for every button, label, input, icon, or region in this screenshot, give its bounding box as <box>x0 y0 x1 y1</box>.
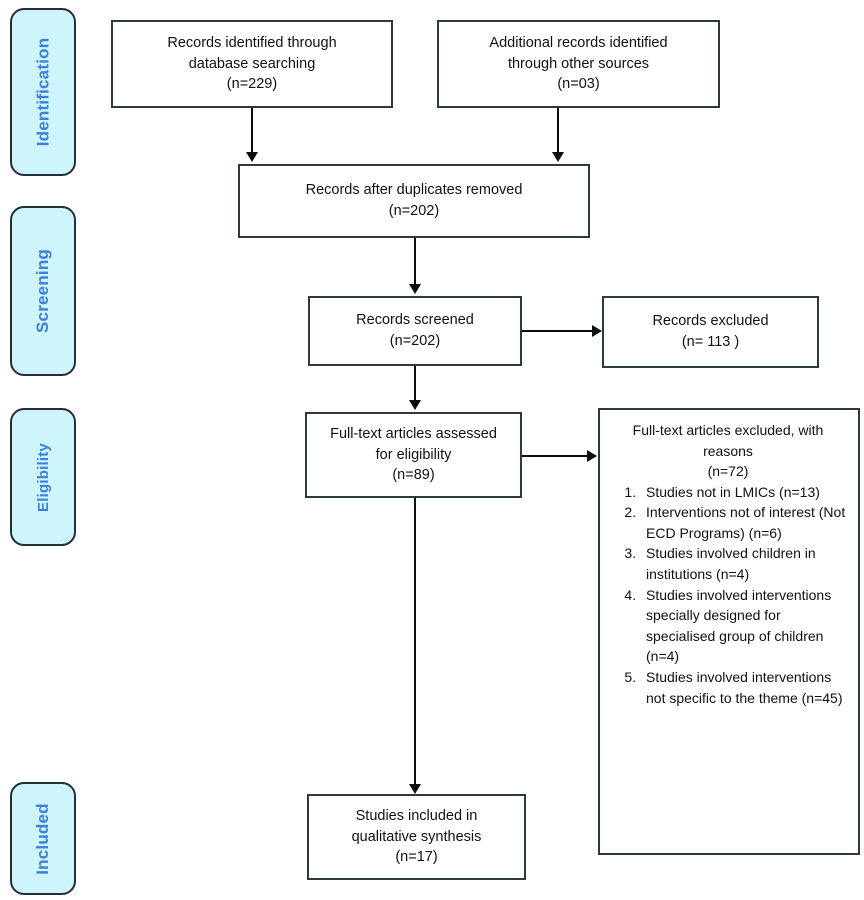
stage-label-eligibility: Eligibility <box>34 442 52 512</box>
box-records-identified-text: Records identified through database sear… <box>167 35 337 93</box>
stage-label-identification: Identification <box>33 37 53 147</box>
box-additional-records-text: Additional records identified through ot… <box>489 35 668 93</box>
exclusion-reason-item: Studies involved interventions not speci… <box>640 667 846 708</box>
exclusion-reason-item: Studies involved interventions specially… <box>640 585 846 667</box>
box-fulltext-assessed-text: Full-text articles assessed for eligibil… <box>330 426 497 484</box>
connector-duplicates-to-screened <box>414 238 416 286</box>
box-records-excluded: Records excluded (n= 113 ) <box>602 296 819 368</box>
arrowhead-identified-to-duplicates <box>246 152 258 162</box>
stage-pill-screening: Screening <box>10 206 76 376</box>
stage-pill-included: Included <box>10 782 76 895</box>
stage-label-screening: Screening <box>33 249 52 333</box>
box-records-screened: Records screened (n=202) <box>308 296 522 366</box>
box-studies-included: Studies included in qualitative synthesi… <box>307 794 526 880</box>
connector-screened-to-fulltext <box>414 366 416 402</box>
exclusion-reason-item: Interventions not of interest (Not ECD P… <box>640 502 846 543</box>
arrowhead-duplicates-to-screened <box>409 284 421 294</box>
exclusion-reason-item: Studies not in LMICs (n=13) <box>640 482 846 503</box>
connector-fulltext-to-included <box>414 498 416 786</box>
box-studies-included-text: Studies included in qualitative synthesi… <box>351 808 482 866</box>
box-records-screened-text: Records screened (n=202) <box>356 312 474 349</box>
stage-pill-eligibility: Eligibility <box>10 408 76 546</box>
connector-screened-to-excluded <box>522 330 594 332</box>
box-fulltext-assessed: Full-text articles assessed for eligibil… <box>305 412 522 498</box>
box-duplicates-removed-text: Records after duplicates removed (n=202) <box>305 182 523 219</box>
box-fulltext-excluded: Full-text articles excluded, with reason… <box>598 408 860 855</box>
box-records-identified: Records identified through database sear… <box>111 20 393 108</box>
box-fulltext-excluded-heading: Full-text articles excluded, with reason… <box>632 422 824 480</box>
arrowhead-fulltext-to-excluded <box>587 450 597 462</box>
arrowhead-screened-to-excluded <box>592 325 602 337</box>
stage-pill-identification: Identification <box>10 8 76 176</box>
stage-label-included: Included <box>33 802 52 875</box>
connector-identified-to-duplicates <box>251 108 253 154</box>
exclusion-reasons-list: Studies not in LMICs (n=13) Intervention… <box>606 482 850 708</box>
box-duplicates-removed: Records after duplicates removed (n=202) <box>238 164 590 238</box>
arrowhead-fulltext-to-included <box>409 784 421 794</box>
exclusion-reason-item: Studies involved children in institution… <box>640 543 846 584</box>
box-additional-records: Additional records identified through ot… <box>437 20 720 108</box>
connector-additional-to-duplicates <box>557 108 559 154</box>
box-records-excluded-text: Records excluded (n= 113 ) <box>652 313 769 350</box>
arrowhead-screened-to-fulltext <box>409 400 421 410</box>
arrowhead-additional-to-duplicates <box>552 152 564 162</box>
connector-fulltext-to-excluded <box>522 455 589 457</box>
